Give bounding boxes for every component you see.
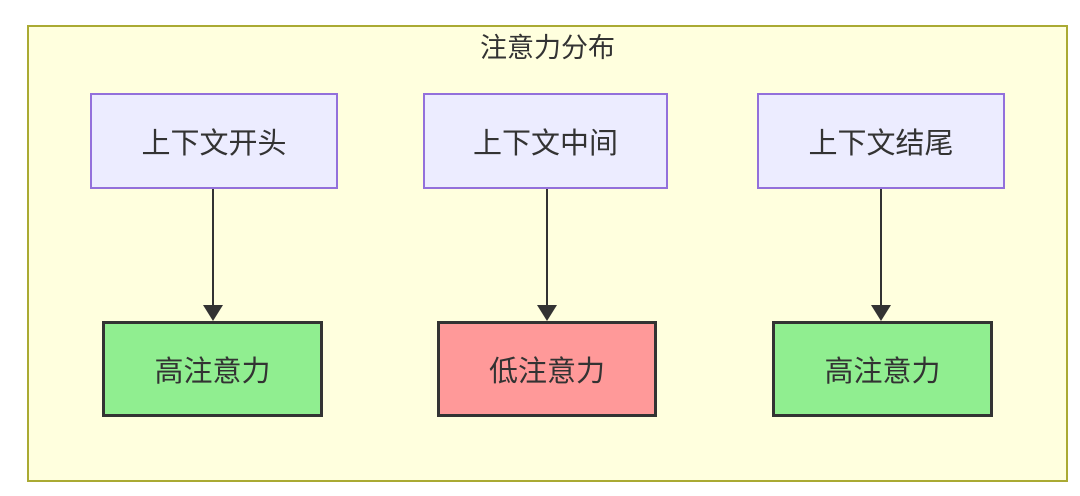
edge-line	[880, 189, 882, 306]
node-context-start: 上下文开头	[90, 93, 338, 189]
node-label: 上下文中间	[472, 128, 618, 160]
edge-middle-to-low	[535, 189, 559, 321]
node-label: 上下文开头	[141, 128, 287, 160]
edge-start-to-high	[201, 189, 225, 321]
edge-line	[546, 189, 548, 306]
node-context-end: 上下文结尾	[757, 93, 1005, 189]
node-label: 低注意力	[488, 356, 605, 388]
arrowhead-down-icon	[537, 305, 557, 321]
edge-line	[212, 189, 214, 306]
node-label: 上下文结尾	[808, 128, 954, 160]
node-low-attention: 低注意力	[437, 321, 657, 417]
edge-end-to-high	[869, 189, 893, 321]
node-high-attention-2: 高注意力	[772, 321, 993, 417]
node-context-middle: 上下文中间	[423, 93, 668, 189]
arrowhead-down-icon	[871, 305, 891, 321]
diagram-title: 注意力分布	[480, 33, 615, 63]
node-label: 高注意力	[824, 356, 941, 388]
arrowhead-down-icon	[203, 305, 223, 321]
node-high-attention-1: 高注意力	[102, 321, 323, 417]
node-label: 高注意力	[154, 356, 271, 388]
